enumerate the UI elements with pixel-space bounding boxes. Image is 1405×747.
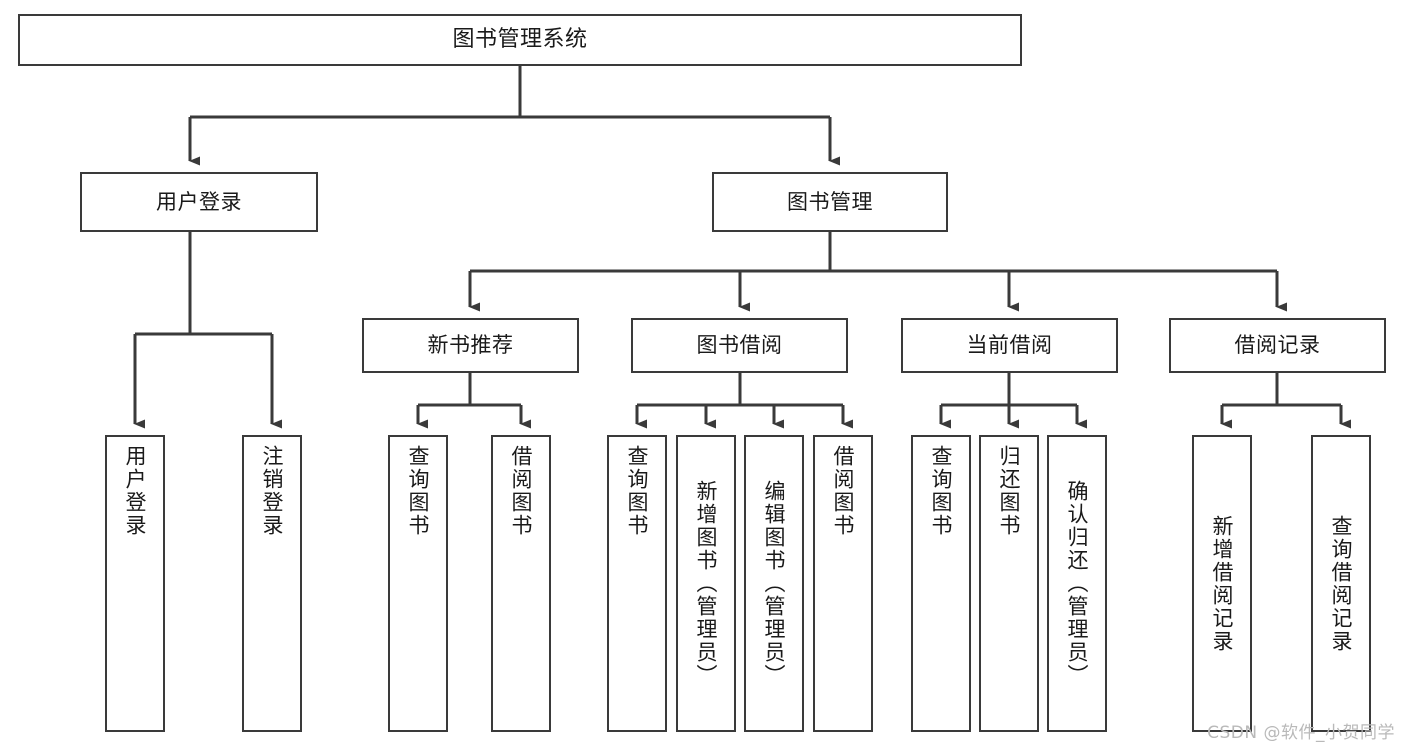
leaf-borrow-book-new-rec[interactable]: 借阅图书 bbox=[491, 435, 551, 732]
node-label: 用户登录 bbox=[156, 189, 242, 214]
node-book-borrowing[interactable]: 图书借阅 bbox=[631, 318, 848, 373]
leaf-add-book-admin[interactable]: 新增图书（管理员） bbox=[676, 435, 736, 732]
node-label: 用户登录 bbox=[123, 445, 148, 537]
leaf-logout[interactable]: 注销登录 bbox=[242, 435, 302, 732]
leaf-user-login[interactable]: 用户登录 bbox=[105, 435, 165, 732]
node-current-borrowing[interactable]: 当前借阅 bbox=[901, 318, 1118, 373]
leaf-return-book[interactable]: 归还图书 bbox=[979, 435, 1039, 732]
leaf-add-borrowing-record[interactable]: 新增借阅记录 bbox=[1192, 435, 1252, 732]
node-label: 图书借阅 bbox=[696, 333, 783, 358]
node-borrowing-record[interactable]: 借阅记录 bbox=[1169, 318, 1386, 373]
node-label: 新增借阅记录 bbox=[1210, 514, 1235, 653]
leaf-query-book-new-rec[interactable]: 查询图书 bbox=[388, 435, 448, 732]
node-label: 注销登录 bbox=[260, 445, 285, 537]
node-label: 查询图书 bbox=[625, 445, 650, 537]
node-label: 新增图书（管理员） bbox=[694, 480, 719, 687]
node-label: 图书管理系统 bbox=[452, 27, 588, 53]
node-label: 当前借阅 bbox=[966, 333, 1053, 358]
leaf-borrow-book-borrowing[interactable]: 借阅图书 bbox=[813, 435, 873, 732]
node-label: 确认归还（管理员） bbox=[1065, 480, 1090, 687]
node-label: 借阅图书 bbox=[831, 445, 856, 537]
node-book-management[interactable]: 图书管理 bbox=[712, 172, 948, 232]
node-root-book-management-system[interactable]: 图书管理系统 bbox=[18, 14, 1022, 66]
node-label: 查询借阅记录 bbox=[1329, 514, 1354, 653]
csdn-watermark: CSDN @软件_小贺同学 bbox=[1207, 723, 1395, 743]
node-label: 归还图书 bbox=[997, 445, 1022, 537]
node-label: 借阅图书 bbox=[509, 445, 534, 537]
node-label: 查询图书 bbox=[406, 445, 431, 537]
node-new-book-recommendation[interactable]: 新书推荐 bbox=[362, 318, 579, 373]
node-label: 查询图书 bbox=[929, 445, 954, 537]
leaf-query-book-borrowing[interactable]: 查询图书 bbox=[607, 435, 667, 732]
leaf-query-borrowing-record[interactable]: 查询借阅记录 bbox=[1311, 435, 1371, 732]
node-user-login[interactable]: 用户登录 bbox=[80, 172, 318, 232]
node-label: 编辑图书（管理员） bbox=[762, 480, 787, 687]
leaf-query-book-current[interactable]: 查询图书 bbox=[911, 435, 971, 732]
node-label: 图书管理 bbox=[787, 189, 873, 214]
node-label: 新书推荐 bbox=[427, 333, 514, 358]
node-label: 借阅记录 bbox=[1234, 333, 1321, 358]
leaf-edit-book-admin[interactable]: 编辑图书（管理员） bbox=[744, 435, 804, 732]
leaf-confirm-return-admin[interactable]: 确认归还（管理员） bbox=[1047, 435, 1107, 732]
